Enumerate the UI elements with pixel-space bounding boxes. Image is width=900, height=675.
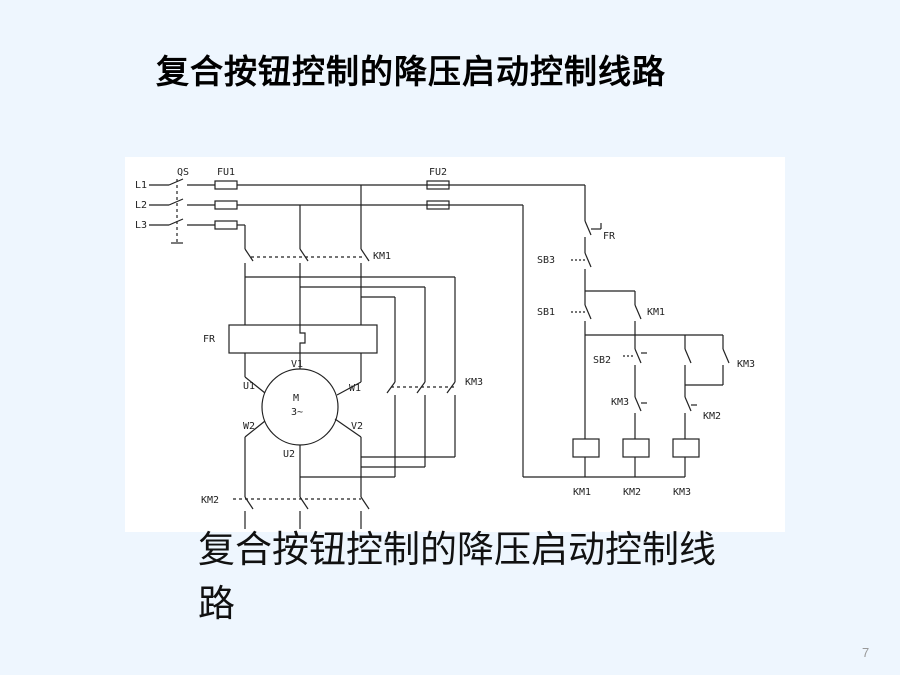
label-coil-KM1: KM1 <box>573 487 591 498</box>
label-FU1: FU1 <box>217 167 235 178</box>
label-KM2-interlock: KM2 <box>703 411 721 422</box>
label-FR-main: FR <box>203 334 216 345</box>
label-coil-KM3: KM3 <box>673 487 691 498</box>
label-L2: L2 <box>135 200 147 211</box>
label-SB3: SB3 <box>537 255 555 266</box>
label-W1: W1 <box>349 383 361 394</box>
label-KM2-main: KM2 <box>201 495 219 506</box>
label-KM3-main: KM3 <box>465 377 483 388</box>
label-V2: V2 <box>351 421 363 432</box>
label-KM1-main: KM1 <box>373 251 391 262</box>
label-SB2: SB2 <box>593 355 611 366</box>
label-QS: QS <box>177 167 189 178</box>
label-L1: L1 <box>135 180 147 191</box>
label-motor-3phase: 3~ <box>291 407 303 418</box>
page-number: 7 <box>862 645 870 660</box>
label-KM1-aux: KM1 <box>647 307 665 318</box>
wires <box>149 178 730 529</box>
label-W2: W2 <box>243 421 255 432</box>
label-KM3-aux: KM3 <box>737 359 755 370</box>
label-U2: U2 <box>283 449 295 460</box>
label-U1: U1 <box>243 381 255 392</box>
circuit-diagram: L1 L2 L3 QS FU1 FU2 FR KM1 KM3 KM2 M 3~ … <box>125 157 785 532</box>
label-coil-KM2: KM2 <box>623 487 641 498</box>
label-V1: V1 <box>291 359 303 370</box>
slide-title: 复合按钮控制的降压启动控制线路 <box>156 52 666 91</box>
label-FU2: FU2 <box>429 167 447 178</box>
label-motor-M: M <box>293 393 299 404</box>
label-L3: L3 <box>135 220 147 231</box>
label-SB1: SB1 <box>537 307 555 318</box>
label-KM3-interlock: KM3 <box>611 397 629 408</box>
label-FR-ctrl: FR <box>603 231 616 242</box>
slide-caption: 复合按钮控制的降压启动控制线路 <box>198 528 716 625</box>
